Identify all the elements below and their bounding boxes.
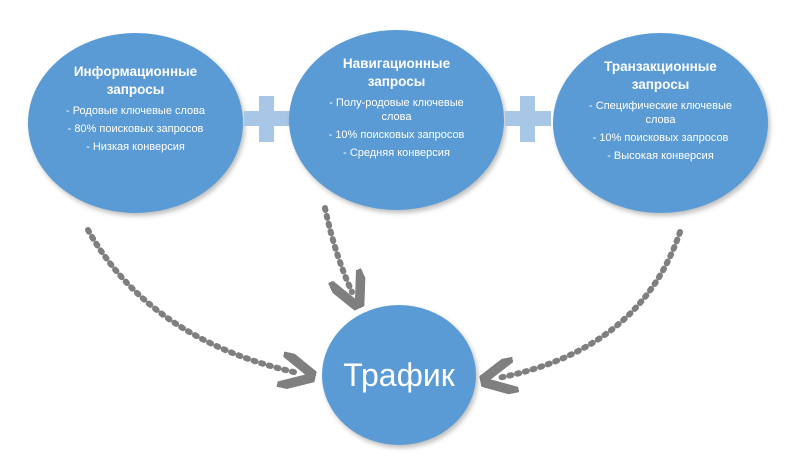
node-line: - Специфические ключевые слова [589, 100, 732, 126]
node-title: Информационные запросы [73, 64, 198, 97]
plus-icon [505, 96, 551, 142]
transactional-queries-circle: Транзакционные запросы - Специфические к… [553, 33, 768, 213]
node-line: - 10% поисковых запросов [592, 132, 729, 144]
arrow-right-to-traffic [498, 229, 683, 378]
node-title: Транзакционные запросы [604, 59, 717, 92]
arrow-left-to-traffic [85, 227, 298, 373]
node-title: Навигационные запросы [342, 56, 451, 89]
node-line: - Полу-родовые ключевые слова [329, 97, 464, 123]
informational-queries-circle: Информационные запросы - Родовые ключевы… [28, 33, 243, 213]
node-line: - Родовые ключевые слова [65, 105, 206, 117]
plus-icon [244, 96, 290, 142]
traffic-label: Трафик [343, 356, 455, 393]
node-line: - 10% поисковых запросов [328, 129, 465, 141]
node-line: - Низкая конверсия [86, 141, 185, 153]
node-line: - Средняя конверсия [343, 147, 450, 159]
node-line: - 80% поисковых запросов [67, 123, 204, 135]
navigational-queries-circle: Навигационные запросы - Полу-родовые клю… [289, 30, 504, 210]
node-line: - Высокая конверсия [607, 150, 714, 162]
traffic-circle: Трафик [322, 305, 476, 445]
arrow-middle-to-traffic [322, 205, 352, 292]
